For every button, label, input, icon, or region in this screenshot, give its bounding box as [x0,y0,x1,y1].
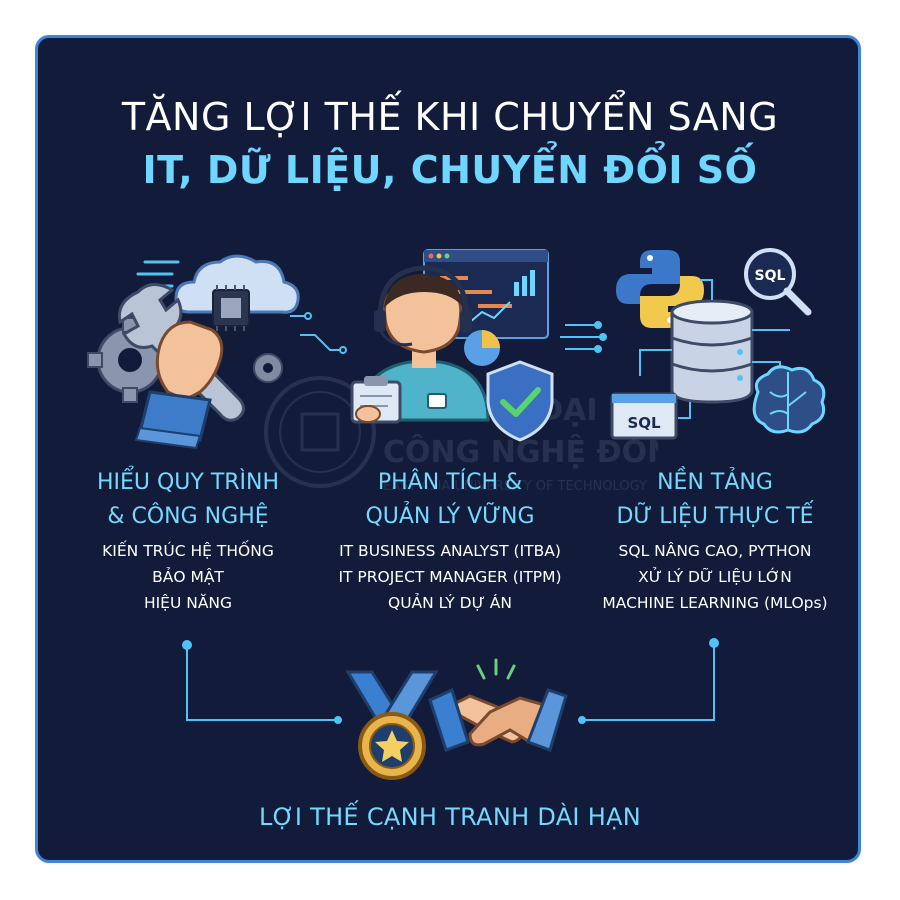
handshake-icon [428,658,568,752]
sql-magnifier-label: SQL [755,268,786,284]
watermark-line-3: EAST ASIA UNIVERSITY OF TECHNOLOGY [383,479,647,494]
pie-chart-icon [464,330,500,366]
database-icon [670,299,754,404]
connector-lines-icon [560,321,607,353]
column-3-heading: NỀN TẢNG DỮ LIỆU THỰC TẾ [590,466,840,534]
column-1-heading-line-2: & CÔNG NGHỆ [107,504,269,529]
column-2-heading-line-2: QUẢN LÝ VỮNG [365,504,535,529]
medal-icon [345,670,439,780]
title-line-1: TĂNG LỢI THẾ KHI CHUYỂN SANG [121,95,779,139]
brain-icon [752,365,826,434]
chip-icon [212,285,250,331]
speed-lines-icon [136,260,180,288]
python-logo-icon [616,250,704,328]
sql-window-icon: SQL [610,392,678,440]
clipboard-icon [350,376,402,424]
column-2-item: IT BUSINESS ANALYST (ITBA) [339,542,561,560]
footer-tagline: LỢI THẾ CẠNH TRANH DÀI HẠN [258,803,642,831]
column-1-item: HIỆU NĂNG [143,594,233,612]
column-2-item: QUẢN LÝ DỰ ÁN [388,594,512,612]
fist-icon [134,320,224,450]
column-2-heading-line-1: PHÂN TÍCH & [377,470,523,495]
column-1-item: BẢO MẬT [152,568,224,586]
bottom-connector-left [182,640,342,724]
sql-magnifier-icon: SQL [744,248,812,316]
column-3-item: XỬ LÝ DỮ LIỆU LỚN [638,568,792,586]
title-line-2: IT, DỮ LIỆU, CHUYỂN ĐỔI SỐ [142,148,758,192]
column-1-item: KIẾN TRÚC HỆ THỐNG [102,542,274,560]
column-3-items: SQL NÂNG CAO, PYTHON XỬ LÝ DỮ LIỆU LỚN M… [585,538,845,616]
bottom-connector-right [578,638,719,724]
column-1-heading: HIỂU QUY TRÌNH & CÔNG NGHỆ [63,466,313,534]
column-3-heading-line-1: NỀN TẢNG [657,470,773,495]
column-2-heading: PHÂN TÍCH & QUẢN LÝ VỮNG [325,466,575,534]
small-gear-icon [253,353,283,383]
shield-check-icon [486,360,554,442]
column-2-items: IT BUSINESS ANALYST (ITBA) IT PROJECT MA… [320,538,580,616]
cloud-icon [174,254,300,314]
sql-window-label: SQL [627,414,661,432]
column-3-item: SQL NÂNG CAO, PYTHON [618,542,812,560]
column-1-heading-line-1: HIỂU QUY TRÌNH [96,470,280,495]
column-3-item: MACHINE LEARNING (MLOps) [602,594,828,612]
column-3-heading-line-2: DỮ LIỆU THỰC TẾ [616,504,814,529]
column-1-items: KIẾN TRÚC HỆ THỐNG BẢO MẬT HIỆU NĂNG [63,538,313,616]
column-2-item: IT PROJECT MANAGER (ITPM) [338,568,562,586]
